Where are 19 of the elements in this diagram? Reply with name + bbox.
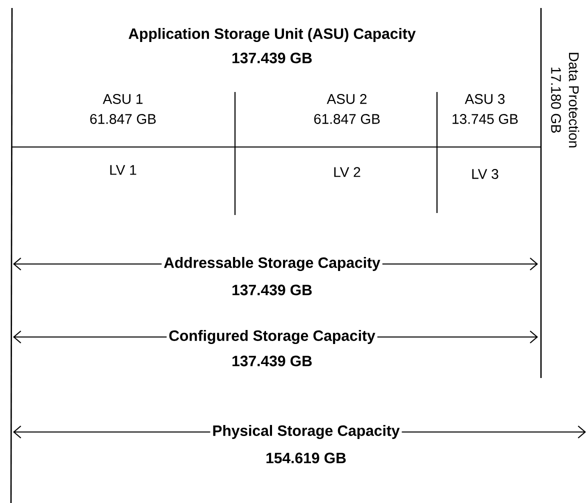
capacity-value: 137.439 GB [230, 282, 314, 298]
capacity-value: 154.619 GB [264, 450, 348, 466]
volume-label: LV 1 [107, 163, 139, 177]
asu-label: ASU 1 [100, 92, 146, 106]
capacity-value: 13.745 GB [450, 112, 520, 126]
dimension-label: Addressable Storage Capacity [162, 254, 382, 274]
capacity-value: 61.847 GB [312, 112, 382, 126]
capacity-value: 61.847 GB [88, 112, 158, 126]
capacity-value: 137.439 GB [230, 354, 314, 368]
rotated-value: 17.180 GB [549, 64, 563, 136]
dimension-label: Physical Storage Capacity [210, 422, 402, 442]
volume-label: LV 3 [469, 167, 501, 181]
volume-label: LV 2 [331, 165, 363, 179]
rotated-label: Data Protection [566, 50, 582, 150]
asu-label: ASU 2 [324, 92, 370, 106]
heading: Application Storage Unit (ASU) Capacity [126, 26, 418, 44]
dimension-label: Configured Storage Capacity [166, 328, 378, 346]
asu-label: ASU 3 [462, 92, 508, 106]
capacity-value: 137.439 GB [230, 50, 314, 66]
